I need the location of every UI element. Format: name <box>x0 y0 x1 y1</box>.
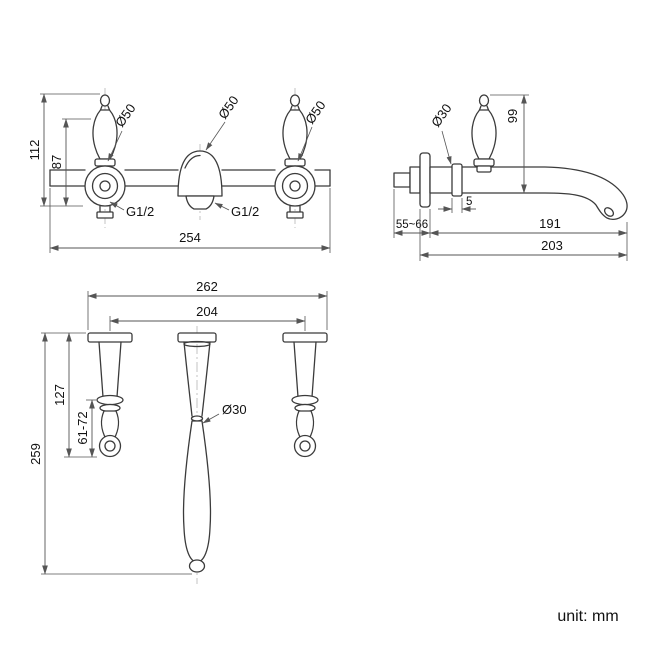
spout-front <box>177 150 223 210</box>
dim-204-label: 204 <box>196 304 218 319</box>
dim-55-66-label: 55~66 <box>396 219 428 231</box>
dim-203-label: 203 <box>541 238 563 253</box>
dim-61-72-label: 61-72 <box>75 411 90 444</box>
plan-view: 262 204 259 127 61-72 <box>28 279 328 584</box>
dim-overall-width: 262 <box>87 279 328 330</box>
dim-overall-depth: 259 <box>28 332 192 575</box>
dia-30-side-label: Ø30 <box>428 101 454 130</box>
dim-99-label: 99 <box>505 109 520 123</box>
dim-254-label: 254 <box>179 230 201 245</box>
handle-right-plan <box>282 332 328 458</box>
dim-handle-adjust: 61-72 <box>75 399 96 458</box>
dim-262-label: 262 <box>196 279 218 294</box>
dim-127-label: 127 <box>52 384 67 406</box>
handle-side <box>471 94 497 173</box>
unit-label: unit: mm <box>557 608 618 625</box>
dim-ring-5: 5 <box>438 196 476 213</box>
thread-left: G1/2 <box>109 201 154 219</box>
spout-plan <box>177 332 217 573</box>
dim-259-label: 259 <box>28 443 43 465</box>
handle-left-plan <box>87 332 133 458</box>
front-view: 112 87 254 Ø50 Ø50 Ø50 <box>27 88 331 253</box>
thread-right: G1/2 <box>214 202 259 219</box>
spout-side <box>393 152 628 220</box>
thread-right-label: G1/2 <box>231 204 259 219</box>
dim-height-total: 112 <box>27 93 100 207</box>
dim-191-label: 191 <box>539 216 561 231</box>
dia-50-center-label: Ø50 <box>215 93 241 122</box>
dim-spout-reach: 191 <box>429 216 628 261</box>
thread-left-label: G1/2 <box>126 204 154 219</box>
dim-centers-width: 204 <box>109 304 306 331</box>
mounting-bar <box>49 169 331 187</box>
dia-spout-body: Ø30 <box>428 101 455 165</box>
side-view: Ø30 99 5 55~66 191 <box>393 94 628 261</box>
dim-112-label: 112 <box>27 140 42 161</box>
dim-total-depth: 203 <box>419 209 628 261</box>
dim-bar-length: 254 <box>49 188 331 253</box>
dim-87-label: 87 <box>49 155 64 169</box>
dia-spout-front: Ø50 <box>205 93 242 151</box>
dim-height-upper: 87 <box>49 118 91 207</box>
dia-30-plan-label: Ø30 <box>222 402 247 417</box>
dia-spout-neck: Ø30 <box>202 402 247 424</box>
dim-5-label: 5 <box>466 196 472 208</box>
dim-height-99: 99 <box>490 94 529 194</box>
